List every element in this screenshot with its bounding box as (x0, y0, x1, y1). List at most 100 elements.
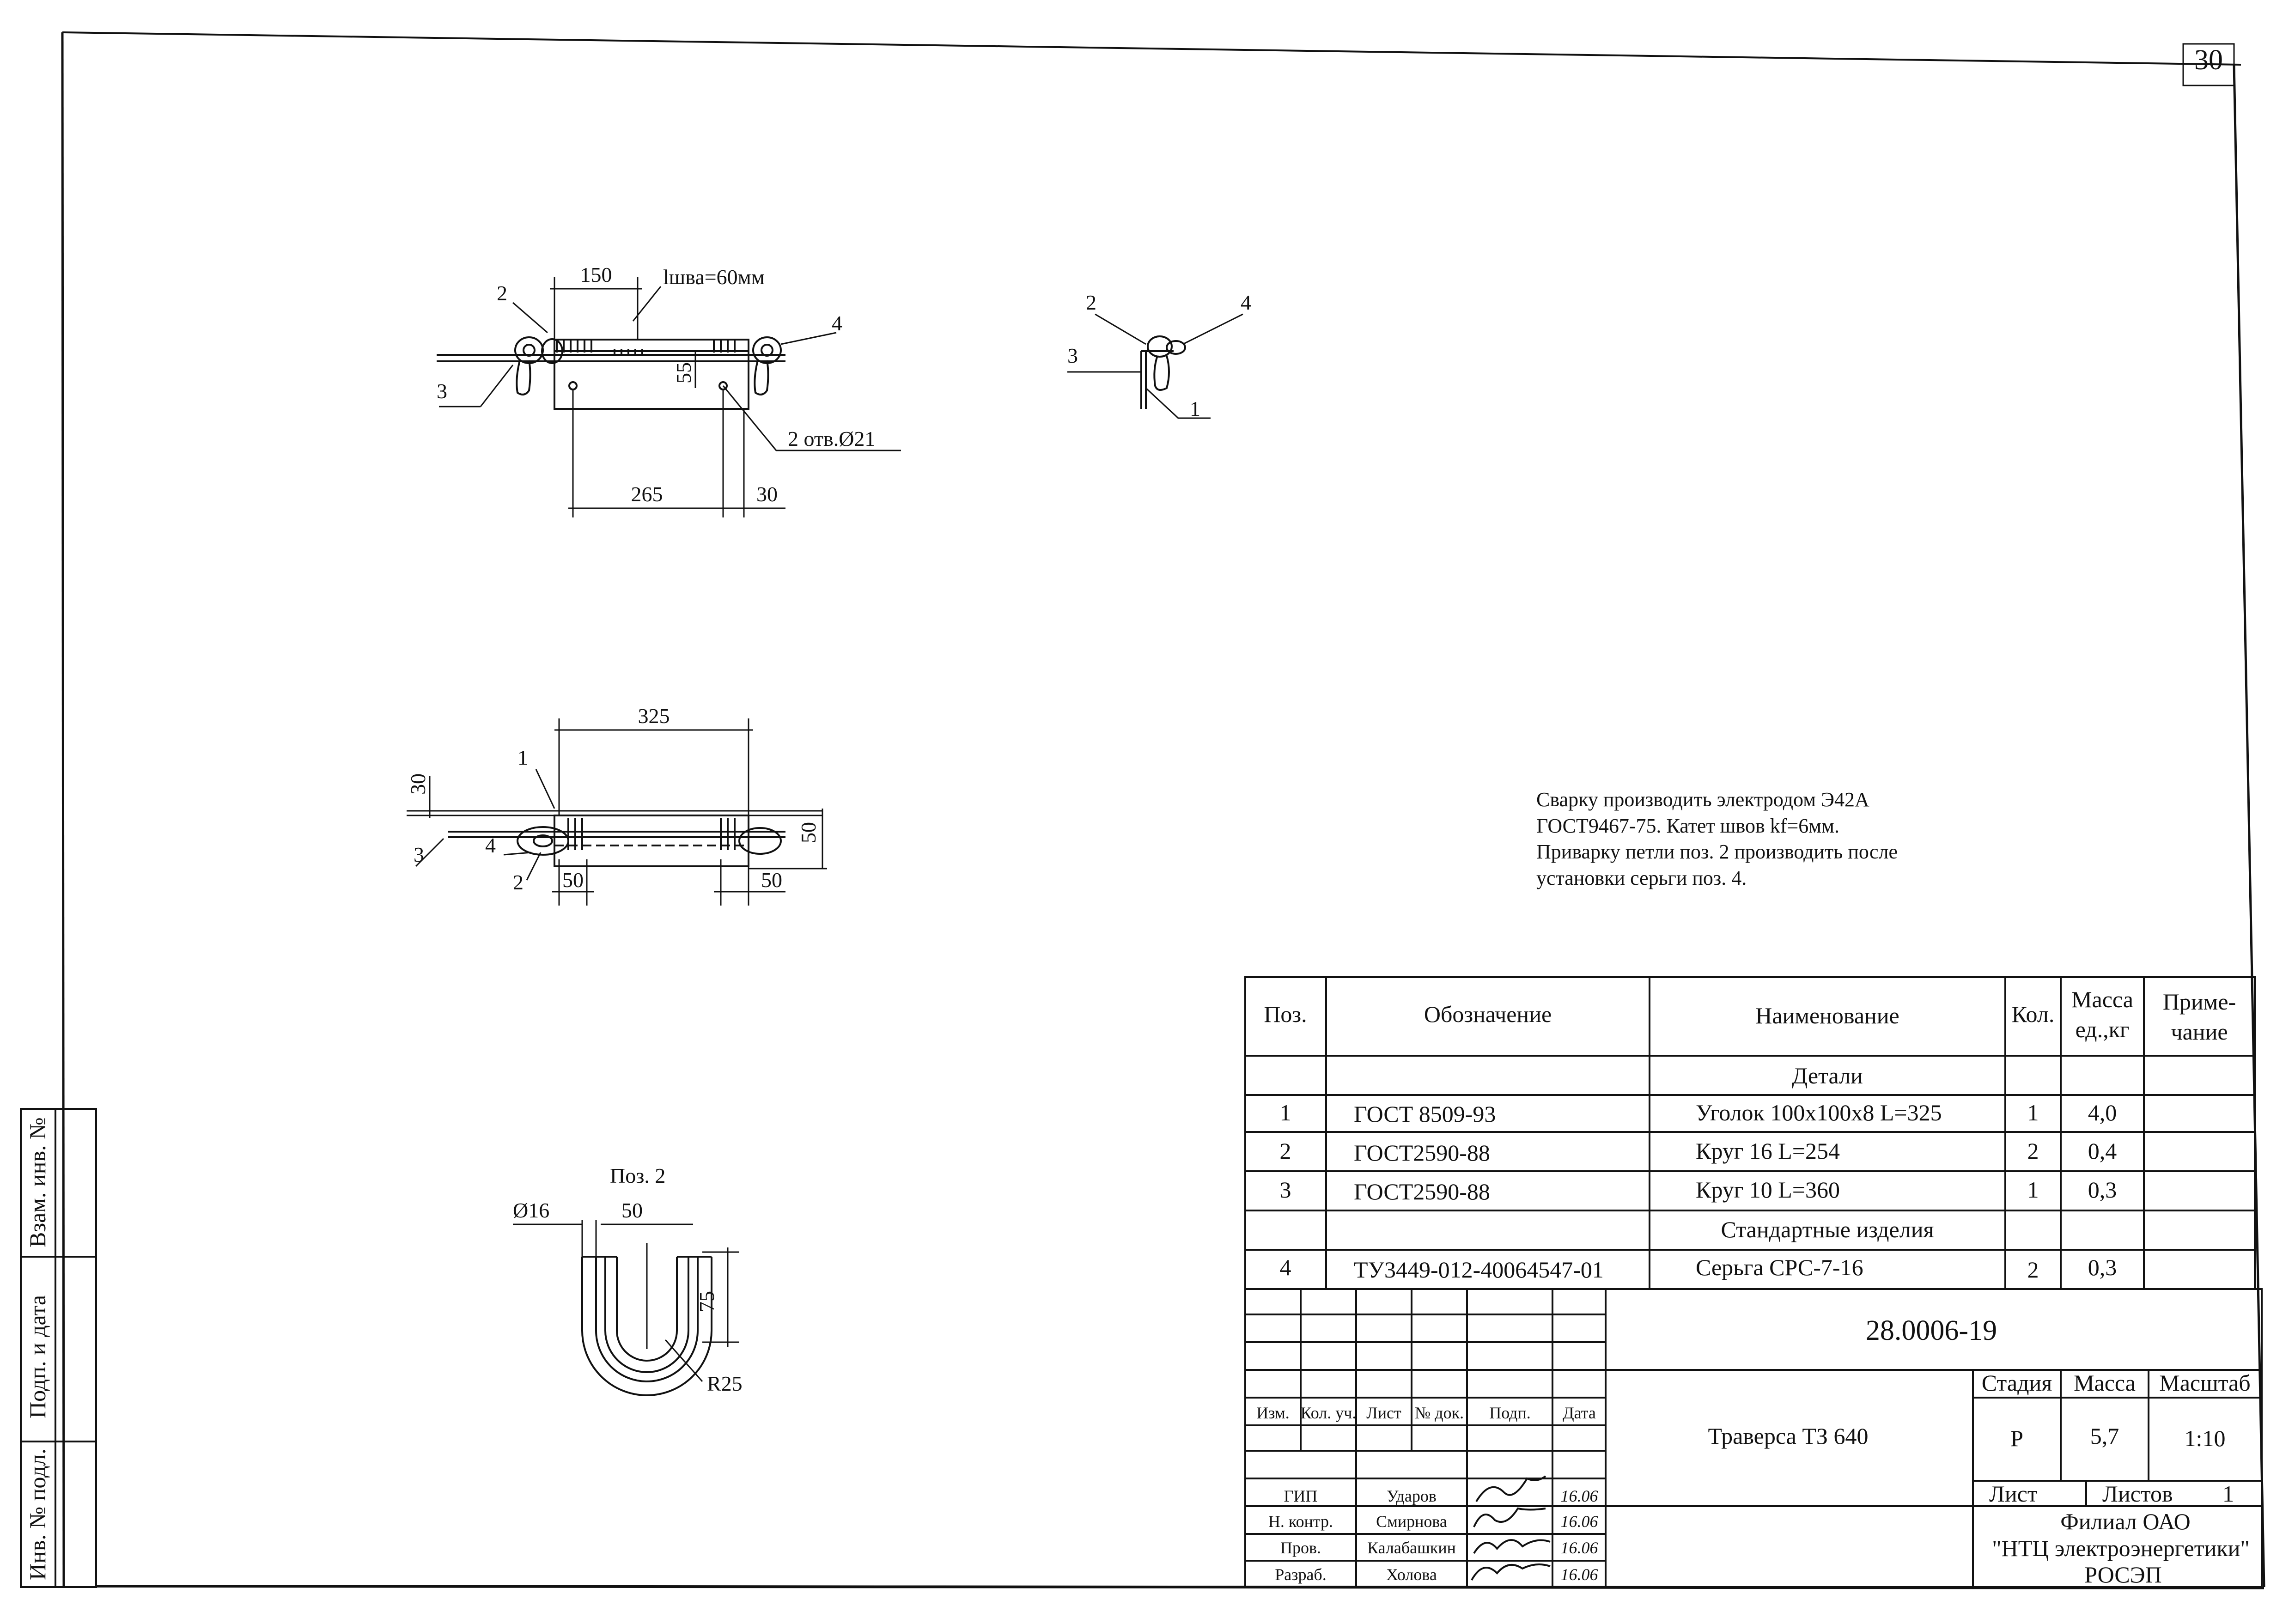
signer-date: 16.06 (1561, 1512, 1598, 1531)
plan-callout-3: 3 (414, 843, 424, 866)
signer-date: 16.06 (1561, 1487, 1598, 1505)
spec-row-1-mass: 4,0 (2088, 1100, 2117, 1125)
org-line-2: "НТЦ электроэнергетики" (1992, 1535, 2250, 1561)
scale-value: 1:10 (2185, 1425, 2226, 1451)
signer-name: Ударов (1387, 1487, 1437, 1505)
spec-row-3-pos: 3 (1280, 1177, 1291, 1203)
side-view (1067, 313, 1243, 419)
spec-row-4-designation: ТУ3449-012-40064547-01 (1354, 1257, 1604, 1283)
spec-header-note-2: чание (2171, 1019, 2228, 1045)
signer-name: Холова (1386, 1565, 1437, 1584)
spec-row-2-pos: 2 (1280, 1138, 1291, 1164)
spec-row-2-qty: 2 (2027, 1138, 2039, 1164)
spec-table-grid (1244, 976, 2256, 1290)
sheet-number-box: 30 (2182, 43, 2235, 86)
detail-height: 75 (695, 1291, 718, 1312)
sheet-label: Лист (1989, 1481, 2038, 1507)
scale-label: Масштаб (2159, 1370, 2250, 1396)
signer-role: Разраб. (1275, 1565, 1327, 1584)
spec-header-designation: Обозначение (1424, 1001, 1552, 1027)
stage-value: Р (2010, 1425, 2023, 1451)
plan-dim-50-b: 50 (761, 868, 782, 892)
spec-row-2: 2 ГОСТ2590-88 Круг 16 L=254 2 0,4 (1280, 1138, 2117, 1166)
signature-mark (1473, 1539, 1551, 1554)
spec-row-4-qty: 2 (2027, 1257, 2039, 1283)
doc-number: 28.0006-19 (1866, 1315, 1997, 1346)
signer-row-prov: Пров. Калабашкин 16.06 (1280, 1539, 1598, 1557)
top-dim-30: 30 (756, 482, 778, 506)
note-line-3: Приварку петли поз. 2 производить после (1536, 840, 1898, 863)
detail-width: 50 (621, 1198, 643, 1222)
org-line-1: Филиал ОАО (2060, 1508, 2190, 1534)
top-callout-2: 2 (497, 281, 507, 305)
spec-row-3-designation: ГОСТ2590-88 (1354, 1179, 1490, 1204)
top-callout-4: 4 (832, 311, 842, 335)
sheet-frame (61, 31, 2265, 1589)
spec-header-note-1: Приме- (2163, 989, 2236, 1015)
stage-label: Стадия (1982, 1370, 2052, 1396)
signature-mark (1475, 1475, 1546, 1502)
col-list: Лист (1366, 1404, 1401, 1422)
signer-name: Смирнова (1376, 1512, 1447, 1531)
spec-row-1-pos: 1 (1280, 1100, 1291, 1125)
signature-mark (1471, 1563, 1551, 1581)
spec-row-3: 3 ГОСТ2590-88 Круг 10 L=360 1 0,3 (1280, 1177, 2117, 1204)
detail-dia: Ø16 (513, 1198, 549, 1222)
note-line-4: установки серьги поз. 4. (1536, 867, 1747, 889)
spec-row-3-mass: 0,3 (2088, 1177, 2117, 1203)
spec-header-mass-2: ед.,кг (2076, 1016, 2130, 1042)
signer-row-gip: ГИП Ударов 16.06 (1284, 1475, 1598, 1505)
title-block-grid (1244, 1288, 2263, 1588)
side-callout-1: 1 (1190, 397, 1200, 420)
spec-header-name: Наименование (1755, 1003, 1899, 1028)
top-dim-150: 150 (580, 263, 612, 286)
org-line-3: РОСЭП (2084, 1562, 2162, 1588)
spec-row-1-qty: 1 (2027, 1100, 2039, 1125)
spec-row-4: 4 ТУ3449-012-40064547-01 Серьга СРС-7-16… (1280, 1254, 2117, 1283)
drawing-title: Траверса ТЗ 640 (1708, 1423, 1869, 1449)
top-weld-length: lшва=60мм (663, 265, 765, 289)
side-stamp (20, 1108, 97, 1588)
side-callout-3: 3 (1067, 344, 1078, 367)
signer-row-razrab: Разраб. Холова 16.06 (1275, 1563, 1598, 1584)
side-callout-2: 2 (1086, 291, 1096, 314)
top-holes-label: 2 отв.Ø21 (788, 427, 875, 450)
side-callout-4: 4 (1241, 291, 1251, 314)
signer-role: Н. контр. (1268, 1512, 1333, 1531)
spec-row-2-mass: 0,4 (2088, 1138, 2117, 1164)
note-line-1: Сварку производить электродом Э42А (1536, 788, 1869, 811)
plan-callout-4: 4 (485, 833, 496, 857)
signer-role: ГИП (1284, 1487, 1318, 1505)
stamp-vzam-inv: Взам. инв. № (24, 1117, 50, 1247)
col-izm: Изм. (1256, 1404, 1290, 1422)
top-view (437, 277, 901, 517)
col-n-dok: № док. (1415, 1404, 1464, 1422)
plan-callout-2: 2 (513, 870, 524, 894)
mass-value: 5,7 (2090, 1423, 2119, 1449)
top-callout-3: 3 (437, 379, 447, 403)
signer-date: 16.06 (1561, 1565, 1598, 1584)
stamp-inv-podl: Инв. № подл. (24, 1448, 50, 1580)
spec-header-qty: Кол. (2012, 1001, 2055, 1027)
top-dim-55: 55 (672, 362, 695, 383)
spec-row-4-name: Серьга СРС-7-16 (1696, 1254, 1863, 1280)
top-dim-265: 265 (631, 482, 663, 506)
plan-dim-325: 325 (638, 704, 670, 728)
sheets-value: 1 (2222, 1481, 2234, 1507)
spec-row-2-name: Круг 16 L=254 (1696, 1138, 1840, 1164)
signer-row-nkontr: Н. контр. Смирнова 16.06 (1268, 1507, 1598, 1531)
sheet-number: 30 (2194, 44, 2223, 76)
spec-row-1: 1 ГОСТ 8509-93 Уголок 100x100x8 L=325 1 … (1280, 1100, 2117, 1127)
spec-row-1-designation: ГОСТ 8509-93 (1354, 1101, 1496, 1127)
signer-role: Пров. (1280, 1539, 1321, 1557)
mass-label: Масса (2074, 1370, 2136, 1396)
plan-dim-30: 30 (406, 773, 430, 795)
spec-row-1-name: Уголок 100x100x8 L=325 (1696, 1100, 1942, 1125)
stamp-podp-data: Подп. и дата (24, 1295, 50, 1418)
spec-row-4-mass: 0,3 (2088, 1254, 2117, 1280)
plan-dim-50-right: 50 (797, 822, 820, 843)
plan-callout-1: 1 (517, 746, 528, 769)
spec-header-pos: Поз. (1264, 1001, 1307, 1027)
detail-title: Поз. 2 (610, 1164, 665, 1187)
